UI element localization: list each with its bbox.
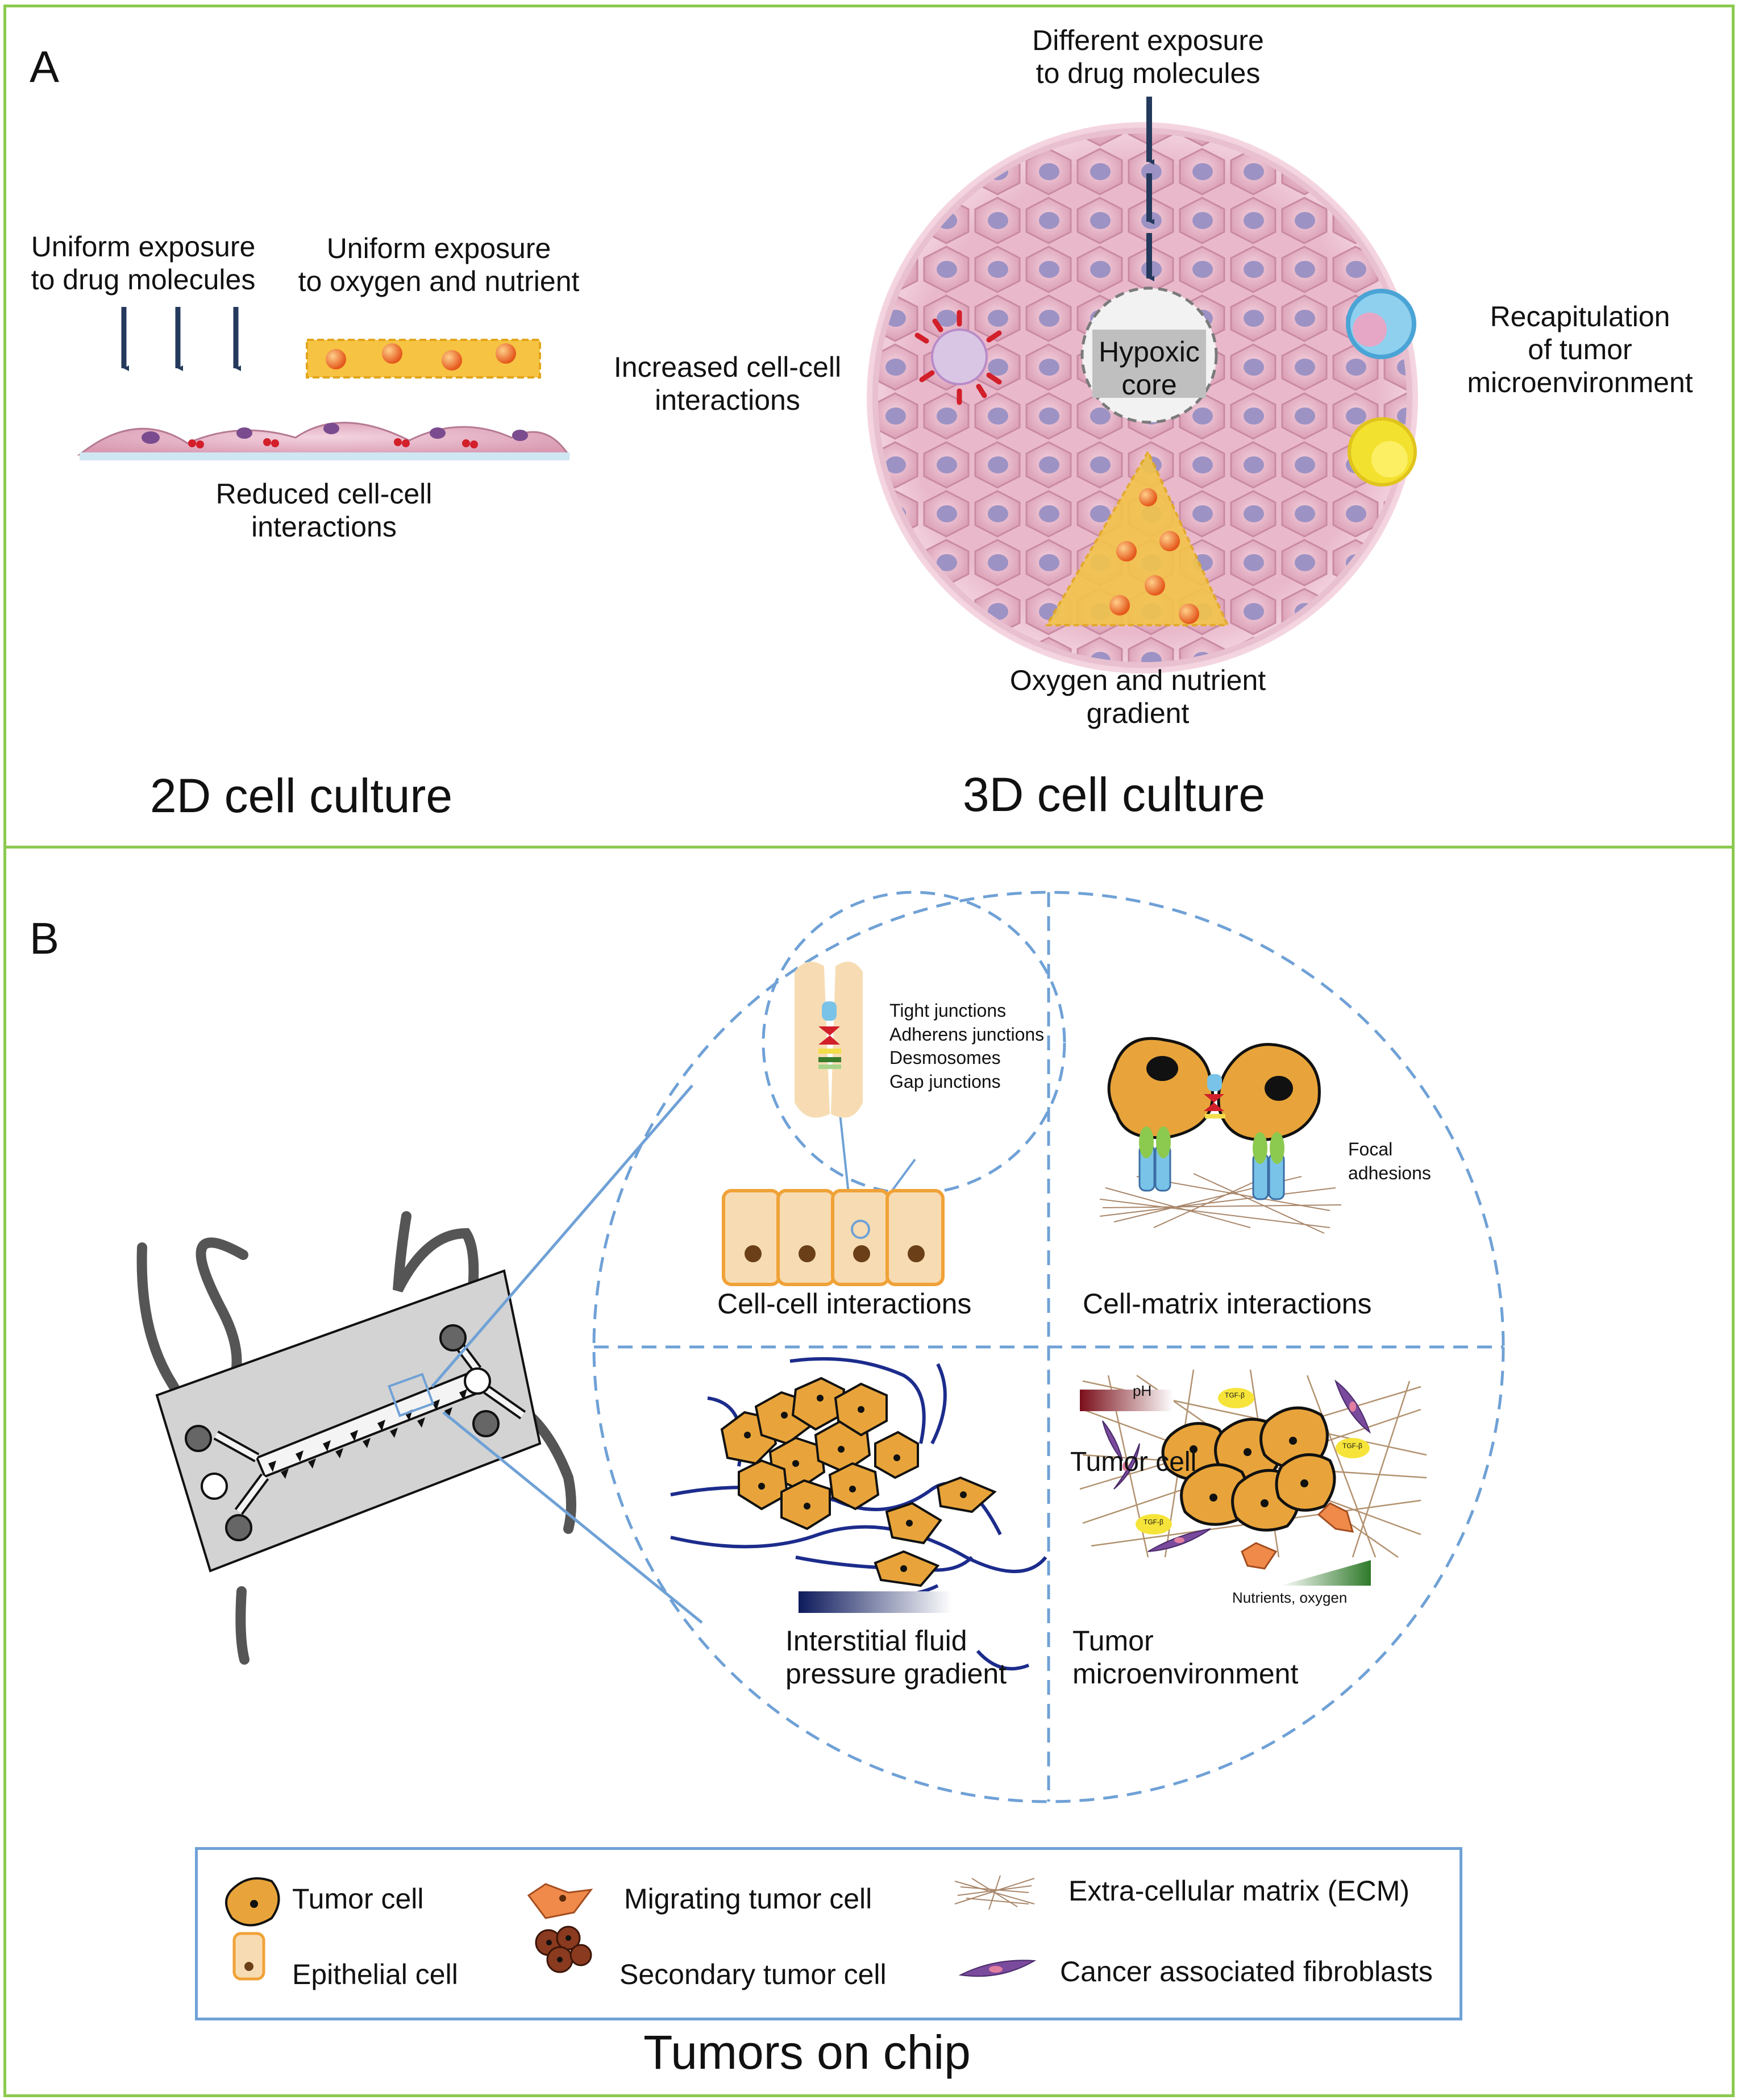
ecm-icon: [954, 1875, 1035, 1910]
legend-icons: [225, 1875, 1037, 1981]
secondary-tumor-cell-icon: [535, 1926, 592, 1973]
legend-tumor-cell: Tumor cell: [292, 1883, 424, 1915]
caf-icon: [958, 1960, 1037, 1977]
drug-arrows-2d: [121, 307, 241, 371]
title-tumors-on-chip: Tumors on chip: [643, 2026, 971, 2079]
zoom-line-top: [431, 1084, 693, 1388]
oxygen-bar-2d: [306, 339, 541, 379]
legend-epithelial-cell: Epithelial cell: [292, 1958, 458, 1990]
epithelial-row: [722, 1189, 945, 1286]
legend-ecm: Extra-cellular matrix (ECM): [1068, 1875, 1410, 1907]
pressure-gradient-illustration: [670, 1357, 1047, 1671]
legend-caf: Cancer associated fibroblasts: [1060, 1956, 1433, 1987]
cell-monolayer-2d: [77, 422, 570, 460]
epithelial-cell-icon: [232, 1932, 265, 1981]
legend-box: [195, 1847, 1462, 2020]
nutrients-label: Nutrients, oxygen: [1232, 1589, 1348, 1606]
title-3d: 3D cell culture: [962, 768, 1266, 821]
chip-device: [136, 1211, 576, 1665]
tgf-label-1: TGF-β: [1225, 1391, 1245, 1399]
migrating-tumor-cell-icon: [527, 1883, 593, 1919]
zoom-circle: [592, 891, 1505, 1803]
tgf-label-2: TGF-β: [1342, 1442, 1362, 1450]
legend-migrating-tumor-cell: Migrating tumor cell: [624, 1883, 872, 1915]
junction-cell-3d: [914, 310, 1002, 405]
cell-cell-label: Cell-cell interactions: [717, 1288, 972, 1320]
legend-secondary-tumor-cell: Secondary tumor cell: [619, 1958, 887, 1990]
cell-matrix-illustration: [1099, 1037, 1342, 1234]
tumor-microenvironment-illustration: [1079, 1369, 1427, 1586]
title-2d: 2D cell culture: [149, 769, 453, 822]
ph-label: pH: [1133, 1382, 1152, 1399]
junction-inset: [795, 962, 863, 1118]
tumor-cell-label: Tumor cell: [1070, 1447, 1197, 1477]
zoom-line-bottom: [442, 1411, 703, 1624]
panel-a-letter: A: [30, 41, 60, 92]
tgf-label-3: TGF-β: [1144, 1518, 1163, 1526]
nutrient-gradient-triangle: [1045, 449, 1230, 626]
cell-matrix-label: Cell-matrix interactions: [1083, 1288, 1372, 1320]
tumor-spheroid: [867, 97, 1418, 673]
panel-b-letter: B: [30, 913, 60, 963]
